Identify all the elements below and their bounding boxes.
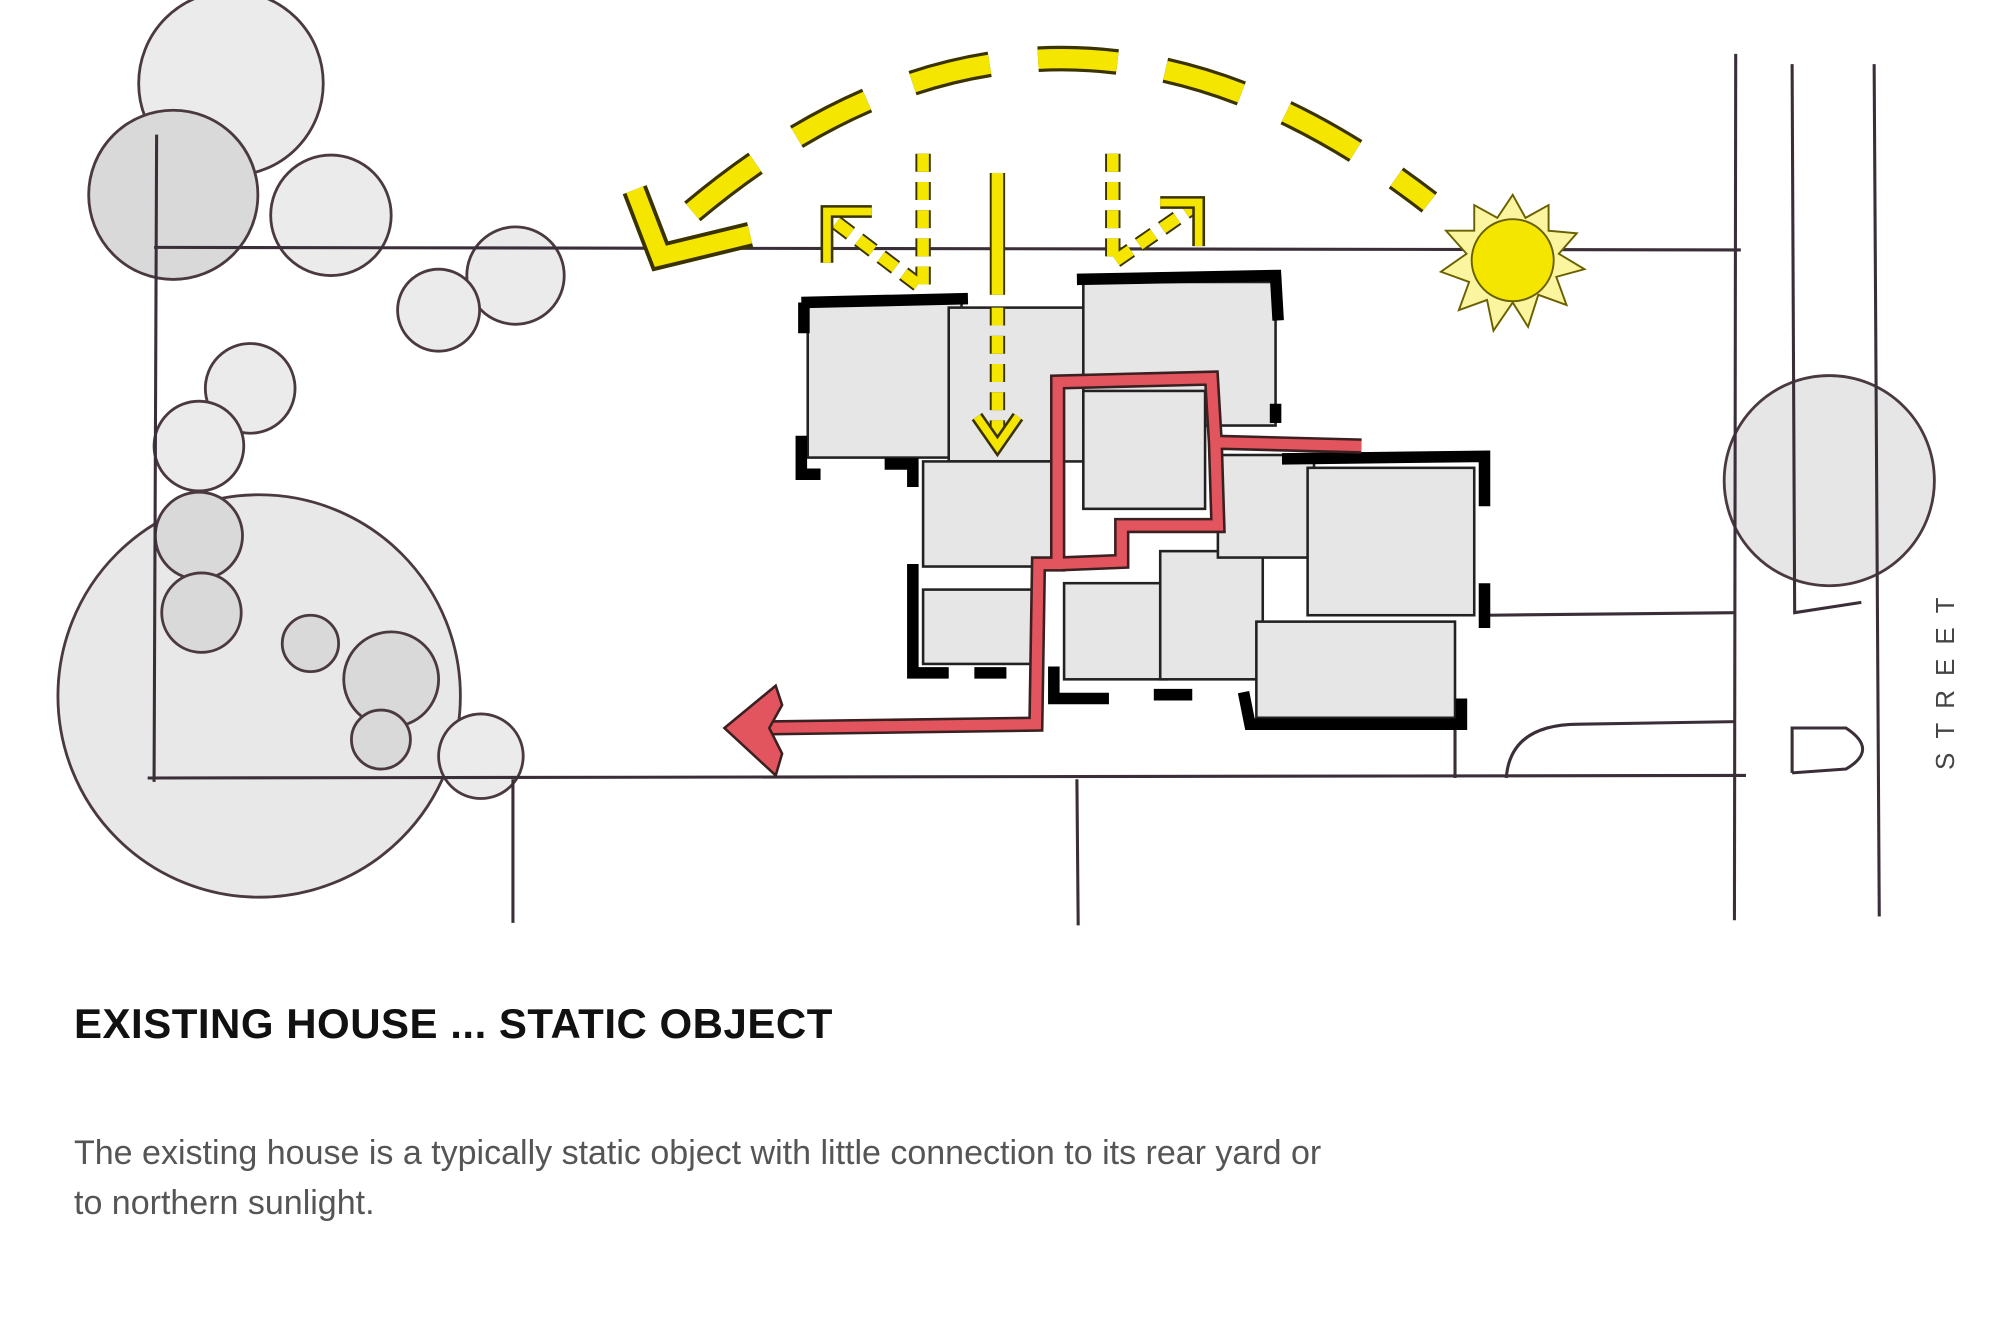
sun-path-arc	[622, 45, 1438, 272]
caption-body: The existing house is a typically static…	[74, 1134, 1322, 1222]
caption-title: EXISTING HOUSE ... STATIC OBJECT	[74, 1000, 833, 1047]
circulation-path	[722, 370, 1362, 778]
daylight-arrows	[820, 153, 1206, 458]
sun-icon	[1438, 192, 1587, 334]
house-walls	[795, 269, 1491, 730]
exit-arrowhead-icon	[722, 683, 784, 778]
trees	[56, 0, 1936, 899]
street-label: STREET	[1930, 583, 1960, 770]
existing-house	[806, 280, 1476, 720]
